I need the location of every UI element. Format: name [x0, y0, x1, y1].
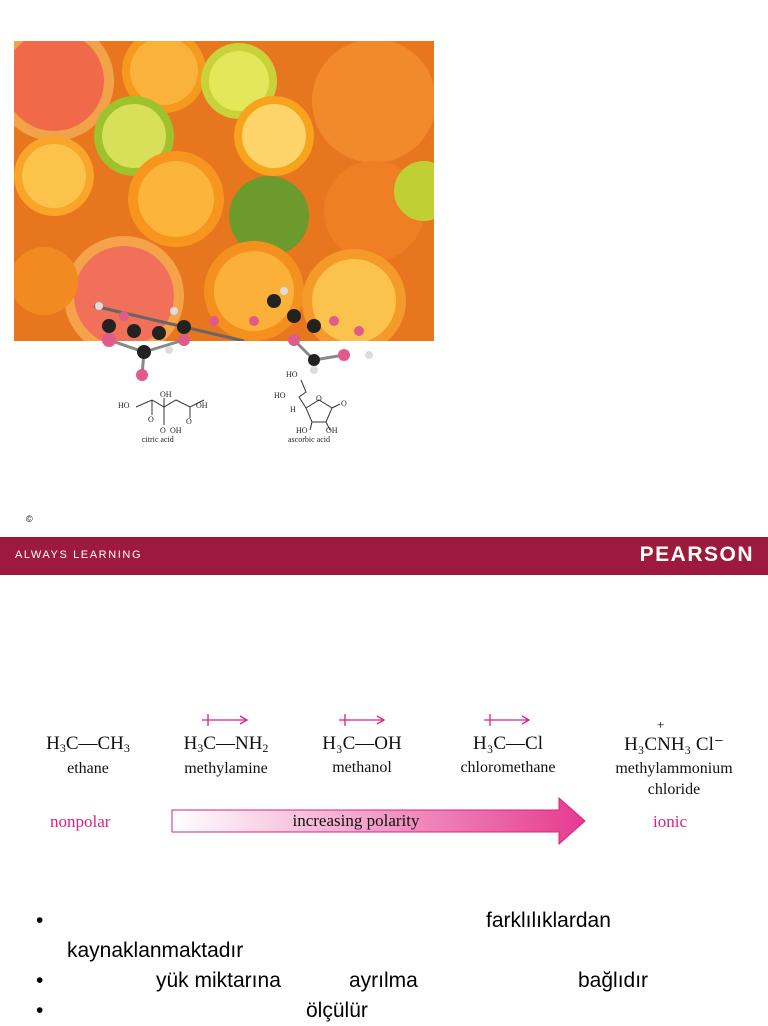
- methylammonium-formula: H₃CNH₃ Cl⁻: [624, 734, 724, 755]
- chloromethane-name: chloromethane: [460, 759, 556, 776]
- ascorbic-label-ho-top: HO: [286, 370, 298, 379]
- ascorbic-label-o-carbonyl: O: [341, 399, 347, 408]
- citric-label-oh-bottom: OH: [170, 426, 182, 435]
- fruit-halves: [14, 41, 434, 341]
- ethane-name: ethane: [67, 760, 109, 777]
- citric-label-oh-right: OH: [196, 401, 208, 410]
- bullet-dot: •: [36, 969, 44, 992]
- increasing-polarity-arrow: [171, 797, 586, 846]
- citric-label-o-bottom: O: [160, 426, 166, 435]
- bullet-dot: •: [36, 909, 44, 932]
- citric-label-oh-top: OH: [160, 390, 172, 399]
- citric-label-o-left: O: [148, 415, 154, 424]
- citrus-fruit-photo: [14, 41, 434, 341]
- bullet-2-text-a: yük miktarına: [156, 969, 281, 992]
- bullet-2-text-c: bağlıdır: [578, 969, 649, 992]
- copyright-symbol: ©: [26, 514, 33, 524]
- bullet-1-continuation-text: kaynaklanmaktadır: [67, 939, 244, 962]
- ionic-label: ionic: [653, 812, 687, 831]
- ball-and-stick-models: [93, 287, 364, 341]
- methylamine-formula: H3C—NH2: [183, 733, 269, 755]
- bullet-item-3: • ölçülür: [36, 996, 756, 1026]
- molecule-chloromethane: H₃C—Cl chloromethane: [446, 733, 570, 778]
- footer-tagline: ALWAYS LEARNING: [15, 549, 143, 561]
- ascorbic-label-o-ring: O: [316, 394, 322, 403]
- bullet-3-text: ölçülür: [306, 999, 368, 1022]
- molecule-methylamine: H3C—NH2 methylamine: [170, 733, 282, 779]
- dipole-arrow-methylamine: [202, 714, 249, 726]
- ascorbic-label-oh-bottom: OH: [326, 426, 338, 435]
- molecule-methanol: H₃C—OH methanol: [310, 733, 414, 778]
- bullet-item-2: • yük miktarına ayrılma bağlıdır: [36, 966, 756, 996]
- bullet-item-1: • farklılıklardan: [36, 906, 756, 936]
- chloromethane-formula: H₃C—Cl: [473, 733, 543, 754]
- ethane-formula: H3C—CH3: [46, 733, 130, 755]
- dipole-arrow-methanol: [339, 714, 386, 726]
- nonpolar-label: nonpolar: [50, 812, 111, 831]
- methylammonium-name-line2: chloride: [647, 781, 701, 798]
- ascorbic-label-h: H: [290, 405, 296, 414]
- ascorbic-label-ho-bottom: HO: [296, 426, 308, 435]
- pearson-logo: PEARSON: [639, 543, 754, 566]
- methanol-formula: H₃C—OH: [322, 733, 402, 754]
- molecule-ethane: H3C—CH3 ethane: [35, 733, 141, 779]
- methylamine-name: methylamine: [184, 760, 268, 777]
- dipole-arrow-chloromethane: [484, 714, 531, 726]
- increasing-polarity-label: increasing polarity: [292, 811, 420, 830]
- bullet-item-1-continuation: kaynaklanmaktadır: [36, 936, 756, 966]
- methylammonium-name-line1: methylammonium: [615, 760, 733, 777]
- ascorbic-label-ho-mid: HO: [274, 391, 286, 400]
- ball-stick-and-line-structures: [102, 333, 373, 431]
- citric-label-o-right: O: [186, 417, 192, 426]
- ascorbic-acid-name: ascorbic acid: [288, 435, 330, 444]
- bullet-1-text: farklılıklardan: [486, 909, 611, 932]
- citric-acid-name: citric acid: [142, 435, 174, 444]
- bullet-2-text-b: ayrılma: [349, 969, 418, 992]
- methanol-name: methanol: [332, 759, 392, 776]
- footer-bar: ALWAYS LEARNING PEARSON: [0, 537, 768, 575]
- molecular-structures: HO OH OH O O OH O citric acid HO HO H O …: [14, 300, 434, 450]
- molecule-methylammonium-chloride: H₃CNH₃ Cl⁻ methylammonium chloride: [600, 733, 748, 800]
- bullet-dot: •: [36, 999, 44, 1022]
- positive-charge: +: [657, 717, 665, 732]
- citric-label-ho: HO: [118, 401, 130, 410]
- bullet-list: • farklılıklardan kaynaklanmaktadır • yü…: [36, 906, 756, 1026]
- citrus-illustration: [14, 41, 434, 341]
